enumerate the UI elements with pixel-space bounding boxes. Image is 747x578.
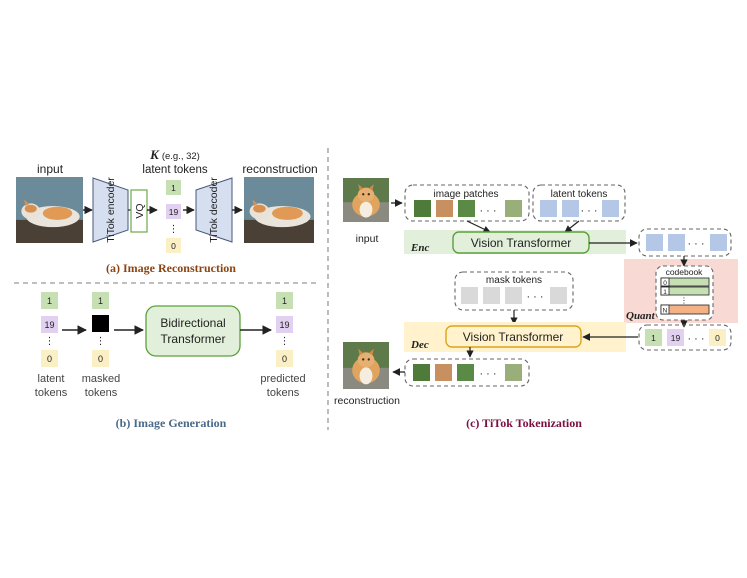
panel-c: input Enc image patches · · · latent tok… xyxy=(334,178,738,430)
latent-ellipsis-c: · · · xyxy=(580,205,597,217)
enc-label: Enc xyxy=(410,242,429,254)
caption-b: (b) Image Generation xyxy=(116,416,227,430)
codebook-label: codebook xyxy=(666,267,704,277)
image-patches-label: image patches xyxy=(433,189,498,200)
latent-tokens-label: latent tokens xyxy=(142,164,207,176)
token-0 xyxy=(166,238,181,253)
panel-a: input TiTok encoder VQ K(e.g., 32) laten… xyxy=(16,147,318,275)
titok-decoder-block xyxy=(195,177,233,243)
decoder-vit-label: Vision Transformer xyxy=(463,330,563,344)
token-1-value: 1 xyxy=(171,183,176,193)
codebook-index-n: N xyxy=(663,308,668,315)
reconstruction-label: reconstruction xyxy=(242,162,317,176)
token-ellipsis: ⋮ xyxy=(169,224,179,235)
bidirectional-transformer-block xyxy=(145,305,241,357)
quant-token-1: 1 xyxy=(651,333,656,343)
input-label: input xyxy=(37,162,64,176)
predicted-token-1: 1 xyxy=(282,296,287,306)
codebook-index-0: 0 xyxy=(663,280,667,287)
masked-ellipsis: ⋮ xyxy=(96,336,106,347)
predicted-token-19: 19 xyxy=(279,320,289,330)
codebook-index-1: 1 xyxy=(663,289,667,296)
patches-ellipsis: · · · xyxy=(479,205,496,217)
input-cat-image xyxy=(343,178,389,222)
input-image xyxy=(16,177,83,243)
encoder-label: TiTok encoder xyxy=(105,177,117,243)
input-label-c: input xyxy=(356,233,379,245)
predicted-ellipsis: ⋮ xyxy=(280,336,290,347)
quant-token-19: 19 xyxy=(671,333,681,343)
vq-label: VQ xyxy=(134,203,146,218)
recon-patches-ellipsis: · · · xyxy=(479,368,496,380)
vq-block xyxy=(130,189,148,233)
caption-c: (c) TiTok Tokenization xyxy=(466,416,582,430)
token-0-value: 0 xyxy=(171,241,176,251)
quant-token-0: 0 xyxy=(715,333,720,343)
reconstruction-cat-image xyxy=(343,342,389,389)
mask-tokens-label: mask tokens xyxy=(486,275,542,286)
encoded-ellipsis: · · · xyxy=(687,238,704,250)
masked-seq-token-0: 0 xyxy=(98,354,103,364)
token-19 xyxy=(166,204,181,219)
decoder-label: TiTok decoder xyxy=(208,177,220,243)
mask-ellipsis: · · · xyxy=(526,291,543,303)
token-19-value: 19 xyxy=(169,207,179,217)
encoder-vit-label: Vision Transformer xyxy=(471,236,571,250)
encoded-latents-group xyxy=(638,228,732,257)
titok-encoder-block xyxy=(92,177,129,243)
latent-ellipsis: ⋮ xyxy=(45,336,55,347)
codebook-ellipsis: ⋮ xyxy=(680,296,688,305)
quantized-tokens-group xyxy=(638,324,732,351)
k-label: K(e.g., 32) xyxy=(149,147,200,162)
latent-token-19: 19 xyxy=(44,320,54,330)
reconstruction-image xyxy=(244,177,314,243)
reconstruction-label-c: reconstruction xyxy=(334,395,400,407)
caption-a: (a) Image Reconstruction xyxy=(106,261,236,275)
dec-label: Dec xyxy=(410,339,429,351)
masked-seq-token-1: 1 xyxy=(98,296,103,306)
latent-token-0: 0 xyxy=(47,354,52,364)
latent-token-1: 1 xyxy=(47,296,52,306)
predicted-token-0: 0 xyxy=(282,354,287,364)
latent-tokens-group xyxy=(532,184,626,222)
quant-label: Quant xyxy=(626,310,656,322)
quant-ellipsis: · · · xyxy=(687,333,704,345)
latent-tokens-label-c: latent tokens xyxy=(551,189,608,200)
decoder-vision-transformer xyxy=(445,325,582,348)
mask-token-black xyxy=(92,315,109,332)
token-1 xyxy=(166,180,181,195)
